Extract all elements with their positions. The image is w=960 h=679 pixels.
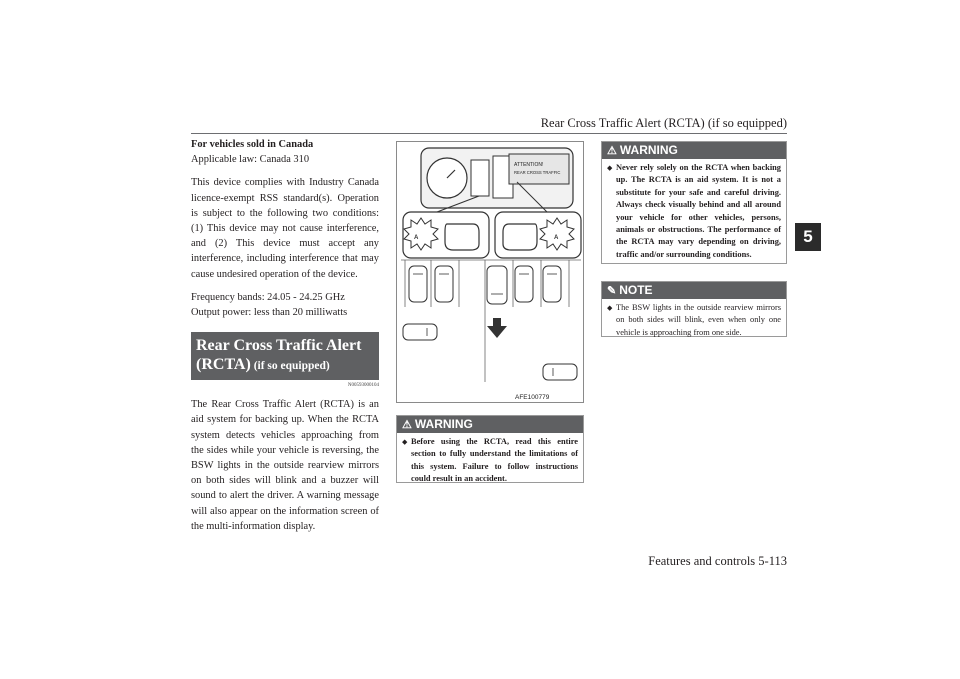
warning-triangle-icon: ⚠ — [607, 145, 617, 157]
note-text: The BSW lights in the outside rearview m… — [616, 303, 781, 337]
rcta-description: The Rear Cross Traffic Alert (RCTA) is a… — [191, 399, 379, 532]
note-pencil-icon: ✎ — [607, 285, 617, 297]
bullet-icon: ◆ — [607, 304, 613, 312]
right-mirror — [502, 223, 538, 251]
output-power: Output power: less than 20 milliwatts — [191, 307, 348, 319]
reverse-direction-arrow — [487, 318, 507, 338]
canada-heading: For vehicles sold in Canada — [191, 139, 314, 150]
section-title-main: Rear Cross Traffic Alert (RCTA) — [196, 337, 362, 374]
applicable-law: Applicable law: Canada 310 — [191, 154, 310, 166]
warning-label-1: WARNING — [414, 417, 473, 431]
left-mirror — [444, 223, 480, 251]
note-header: ✎NOTE — [602, 282, 786, 299]
warning-label-2: WARNING — [619, 143, 678, 157]
approaching-vehicle-left — [402, 323, 438, 341]
section-title-sub: (if so equipped) — [250, 360, 330, 373]
warning-box-1: ⚠WARNING ◆ Before using the RCTA, read t… — [396, 415, 584, 483]
bullet-icon: ◆ — [607, 164, 613, 172]
display-line-2: REAR CROSS TRAFFIC — [514, 170, 560, 175]
header-rule — [191, 133, 787, 134]
figure-code: AFE100779 — [515, 394, 550, 401]
warning-header-2: ⚠WARNING — [602, 142, 786, 159]
left-column: For vehicles sold in Canada Applicable l… — [191, 137, 379, 534]
svg-text:A: A — [414, 235, 419, 241]
warning-triangle-icon: ⚠ — [402, 419, 412, 431]
chapter-tab: 5 — [795, 223, 821, 251]
frequency-bands: Frequency bands: 24.05 - 24.25 GHz — [191, 291, 345, 303]
section-title: Rear Cross Traffic Alert (RCTA) (if so e… — [191, 332, 379, 381]
rcta-diagram: ATTENTION! REAR CROSS TRAFFIC A A — [401, 147, 582, 401]
note-label: NOTE — [619, 283, 653, 297]
warning-box-2: ⚠WARNING ◆ Never rely solely on the RCTA… — [601, 141, 787, 264]
approaching-vehicle-right — [542, 363, 578, 381]
warning-header-1: ⚠WARNING — [397, 416, 583, 433]
warning-text-2: Never rely solely on the RCTA when backi… — [616, 163, 781, 259]
own-vehicle — [486, 265, 508, 305]
bullet-icon: ◆ — [402, 438, 408, 446]
warning-text-1: Before using the RCTA, read this entire … — [411, 437, 578, 484]
section-code: N00593000104 — [347, 383, 379, 389]
warning-message-display — [508, 153, 570, 185]
note-box: ✎NOTE ◆ The BSW lights in the outside re… — [601, 281, 787, 337]
display-line-1: ATTENTION! — [514, 162, 543, 168]
svg-text:A: A — [554, 235, 559, 241]
page-footer: Features and controls 5-113 — [648, 554, 787, 568]
page-header: Rear Cross Traffic Alert (RCTA) (if so e… — [540, 116, 787, 130]
rcta-illustration: ATTENTION! REAR CROSS TRAFFIC A A — [396, 141, 584, 403]
compliance-paragraph: This device complies with Industry Canad… — [191, 177, 379, 280]
